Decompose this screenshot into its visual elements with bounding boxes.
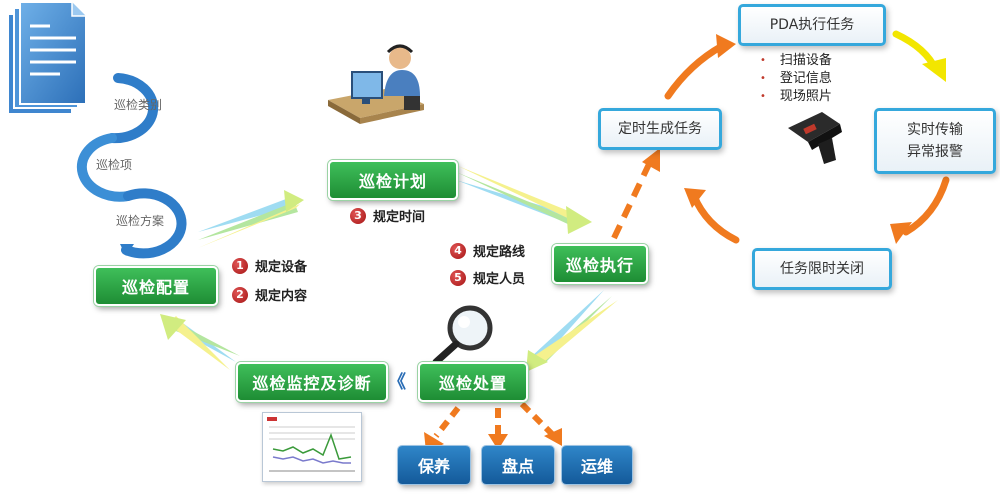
operator-icon: [328, 44, 424, 124]
pda-item: •现场照片: [760, 89, 832, 104]
note-5-text: 规定人员: [473, 272, 526, 287]
note-2: 2 规定内容: [232, 285, 307, 304]
magnifier-icon: [432, 305, 493, 366]
pda-item: •登记信息: [760, 71, 832, 86]
report-chart-icon: [262, 412, 362, 482]
dashed-arrow-execute-timed: [611, 148, 660, 240]
monitor-arrow-glyph: 《: [388, 372, 406, 393]
orange-arrow-heads: [684, 34, 912, 244]
left-cycle-arrows: [76, 73, 187, 259]
note-4-text: 规定路线: [473, 245, 526, 260]
note-4: 4 规定路线: [450, 241, 525, 260]
timed-task-box[interactable]: 定时生成任务: [598, 108, 722, 150]
note-2-text: 规定内容: [255, 289, 308, 304]
note-1-text: 规定设备: [255, 260, 308, 275]
task-close-box[interactable]: 任务限时关闭: [752, 248, 892, 290]
dashed-arrows-outcomes: [433, 401, 555, 438]
note-3: 3 规定时间: [350, 206, 425, 225]
outcome-operation-box[interactable]: 运维: [562, 446, 632, 484]
flow-fan-arrows: [160, 166, 618, 372]
document-icon: [7, 1, 87, 115]
realtime-line1: 实时传输: [907, 122, 963, 138]
step-monitor-box[interactable]: 巡检监控及诊断: [236, 362, 388, 402]
realtime-line2: 异常报警: [907, 144, 963, 160]
pda-item: •扫描设备: [760, 53, 832, 68]
cycle-label-scheme: 巡检方案: [116, 214, 165, 228]
pda-items-list: •扫描设备 •登记信息 •现场照片: [760, 52, 832, 106]
note-5: 5 规定人员: [450, 268, 525, 287]
note-4-number: 4: [450, 242, 466, 259]
pda-scanner-icon: [788, 112, 842, 164]
pda-task-box[interactable]: PDA执行任务: [738, 4, 886, 46]
note-2-number: 2: [232, 286, 248, 303]
step-config-box[interactable]: 巡检配置: [94, 266, 218, 306]
yellow-arrow: [892, 30, 946, 82]
outcome-maintenance-box[interactable]: 保养: [398, 446, 470, 484]
cycle-label-item: 巡检项: [96, 158, 133, 172]
note-3-number: 3: [350, 207, 366, 224]
note-3-text: 规定时间: [373, 210, 426, 225]
step-handle-box[interactable]: 巡检处置: [418, 362, 528, 402]
note-1-number: 1: [232, 257, 248, 274]
realtime-alarm-box[interactable]: 实时传输 异常报警: [874, 108, 996, 174]
cycle-label-category: 巡检类别: [114, 98, 163, 112]
outcome-inventory-box[interactable]: 盘点: [482, 446, 554, 484]
note-5-number: 5: [450, 269, 466, 286]
step-plan-box[interactable]: 巡检计划: [328, 160, 458, 200]
step-execute-box[interactable]: 巡检执行: [552, 244, 648, 284]
note-1: 1 规定设备: [232, 256, 307, 275]
